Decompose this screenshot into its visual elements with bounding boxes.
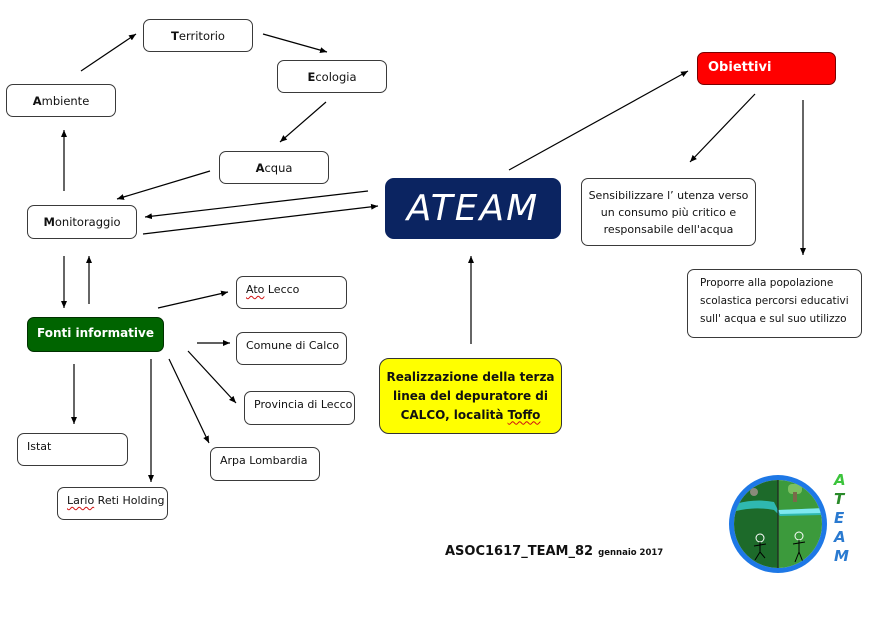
logo-letter: T: [834, 490, 845, 508]
node-proporre: Proporre alla popolazione scolastica per…: [687, 269, 862, 338]
node-provincia-di-lecco: Provincia di Lecco: [244, 391, 355, 425]
node-realizzazione-line: Realizzazione della terza: [386, 369, 555, 384]
node-obiettivi: Obiettivi: [697, 52, 836, 85]
node-acqua-label: cqua: [264, 160, 293, 175]
node-realizzazione-toffo: Toffo: [507, 407, 541, 422]
arrow-ateam-obiettivi: [508, 70, 689, 171]
node-istat-label: Istat: [27, 440, 52, 453]
node-lario-label-b: Reti Holding: [94, 494, 165, 507]
footer: ASOC1617_TEAM_82 gennaio 2017: [445, 540, 663, 559]
node-acqua-initial: A: [255, 160, 265, 175]
node-sensibilizzare-line: un consumo più critico e: [600, 205, 737, 219]
node-sensibilizzare: Sensibilizzare l’ utenza verso un consum…: [581, 178, 756, 246]
logo-letters: A T E A M: [834, 472, 849, 565]
node-ateam-label: ATEAM: [406, 188, 540, 229]
node-ato-lecco: Ato Lecco: [236, 276, 347, 309]
arrow-fonti-arpa: [168, 358, 210, 444]
node-fonti-informative: Fonti informative: [27, 317, 164, 352]
node-realizzazione-line3a: CALCO, località: [400, 407, 508, 422]
arrow-ateam-monitoraggio: [144, 190, 369, 220]
node-monitoraggio-initial: M: [43, 215, 55, 229]
node-obiettivi-label: Obiettivi: [708, 60, 772, 75]
node-sensibilizzare-line: Sensibilizzare l’ utenza verso: [588, 188, 749, 202]
node-proporre-line: Proporre alla popolazione: [700, 277, 834, 289]
node-sensibilizzare-line: responsabile dell'acqua: [603, 222, 734, 236]
footer-date: gennaio 2017: [598, 548, 664, 558]
node-ambiente-label: mbiente: [41, 93, 90, 108]
logo-letter: A: [834, 471, 846, 489]
arrow-fonti-ato: [157, 290, 229, 309]
arrow-obiettivi-sensibilizzare: [689, 93, 756, 163]
node-monitoraggio-label: onitoraggio: [54, 215, 121, 229]
node-comune-label: Comune di Calco: [246, 339, 340, 352]
node-realizzazione: Realizzazione della terza linea del depu…: [379, 358, 562, 434]
logo-letter: A: [834, 528, 846, 546]
node-comune-di-calco: Comune di Calco: [236, 332, 347, 365]
node-territorio-initial: T: [171, 28, 179, 43]
arrow-fonti-provincia: [187, 350, 237, 404]
node-provincia-label: Provincia di Lecco: [254, 398, 353, 411]
ateam-logo: A T E A M: [724, 470, 854, 578]
node-ato-lecco-label-a: Ato: [246, 283, 265, 296]
node-ateam: ATEAM: [385, 178, 561, 239]
node-ecologia-initial: E: [307, 69, 316, 84]
node-fonti-label: Fonti informative: [37, 326, 154, 340]
logo-letter: M: [834, 547, 849, 565]
node-lario-reti-holding: Lario Reti Holding: [57, 487, 168, 520]
node-arpa-lombardia: Arpa Lombardia: [210, 447, 320, 481]
node-realizzazione-line: CALCO, località Toffo: [401, 406, 541, 425]
logo-letter: E: [834, 509, 845, 527]
node-arpa-label: Arpa Lombardia: [220, 454, 308, 467]
logo-emblem-icon: [729, 475, 827, 573]
node-realizzazione-line: linea del depuratore di: [393, 388, 548, 403]
arrow-acqua-monitoraggio: [116, 170, 211, 200]
node-proporre-line: scolastica percorsi educativi: [700, 295, 849, 307]
footer-code: ASOC1617_TEAM_82: [445, 544, 594, 559]
arrow-monitoraggio-ateam: [142, 203, 379, 235]
node-territorio-label: erritorio: [178, 28, 225, 43]
node-lario-label-a: Lario: [67, 494, 95, 507]
arrow-ecologia-acqua: [279, 101, 327, 143]
node-proporre-line: sull' acqua e sul suo utilizzo: [700, 313, 847, 325]
arrow-ambiente-territorio: [80, 33, 137, 72]
node-istat: Istat: [17, 433, 128, 466]
node-ecologia-label: cologia: [315, 69, 357, 84]
node-ambiente-initial: A: [32, 93, 42, 108]
arrow-territorio-ecologia: [262, 33, 328, 53]
node-ato-lecco-label-b: Lecco: [264, 283, 300, 296]
